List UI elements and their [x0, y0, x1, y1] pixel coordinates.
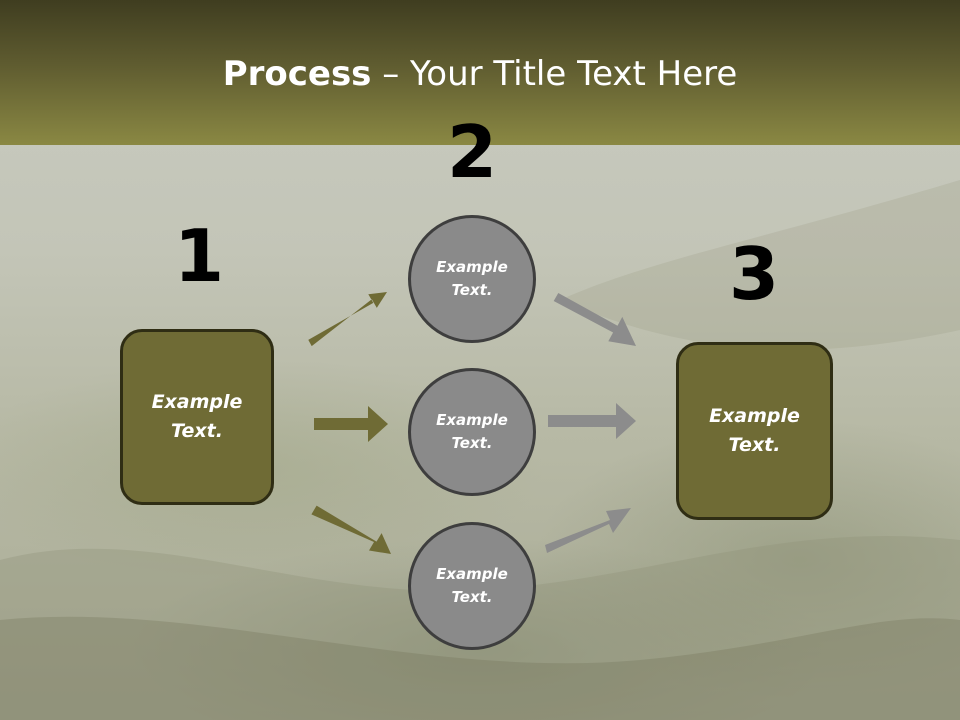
- step-1-box: Example Text.: [120, 329, 274, 505]
- step-2-circle-middle: Example Text.: [408, 368, 536, 496]
- arrow-top-to-3: [553, 293, 636, 346]
- step-number-2: 2: [446, 110, 498, 194]
- arrow-middle-to-3: [548, 403, 636, 439]
- olive-arrows: [308, 292, 391, 554]
- circle-bottom-text: Example Text.: [436, 565, 508, 606]
- arrow-1-to-top: [308, 292, 387, 347]
- step-number-1: 1: [173, 214, 225, 298]
- title-rest: – Your Title Text Here: [371, 54, 738, 94]
- step-3-box: Example Text.: [676, 342, 833, 520]
- step-2-circle-top: Example Text.: [408, 215, 536, 343]
- step-number-3: 3: [728, 232, 780, 316]
- slide-title: Process – Your Title Text Here: [0, 52, 960, 96]
- circle-top-text: Example Text.: [436, 258, 508, 299]
- arrow-1-to-middle: [314, 406, 388, 442]
- title-bar: [0, 0, 960, 145]
- circle-middle-text: Example Text.: [436, 411, 508, 452]
- title-bold: Process: [222, 54, 372, 94]
- step-1-text: Example Text.: [151, 391, 243, 442]
- gray-arrows: [545, 293, 636, 553]
- step-2-circle-bottom: Example Text.: [408, 522, 536, 650]
- step-3-text: Example Text.: [709, 405, 800, 456]
- arrow-bottom-to-3: [545, 508, 631, 553]
- arrow-1-to-bottom: [311, 505, 391, 554]
